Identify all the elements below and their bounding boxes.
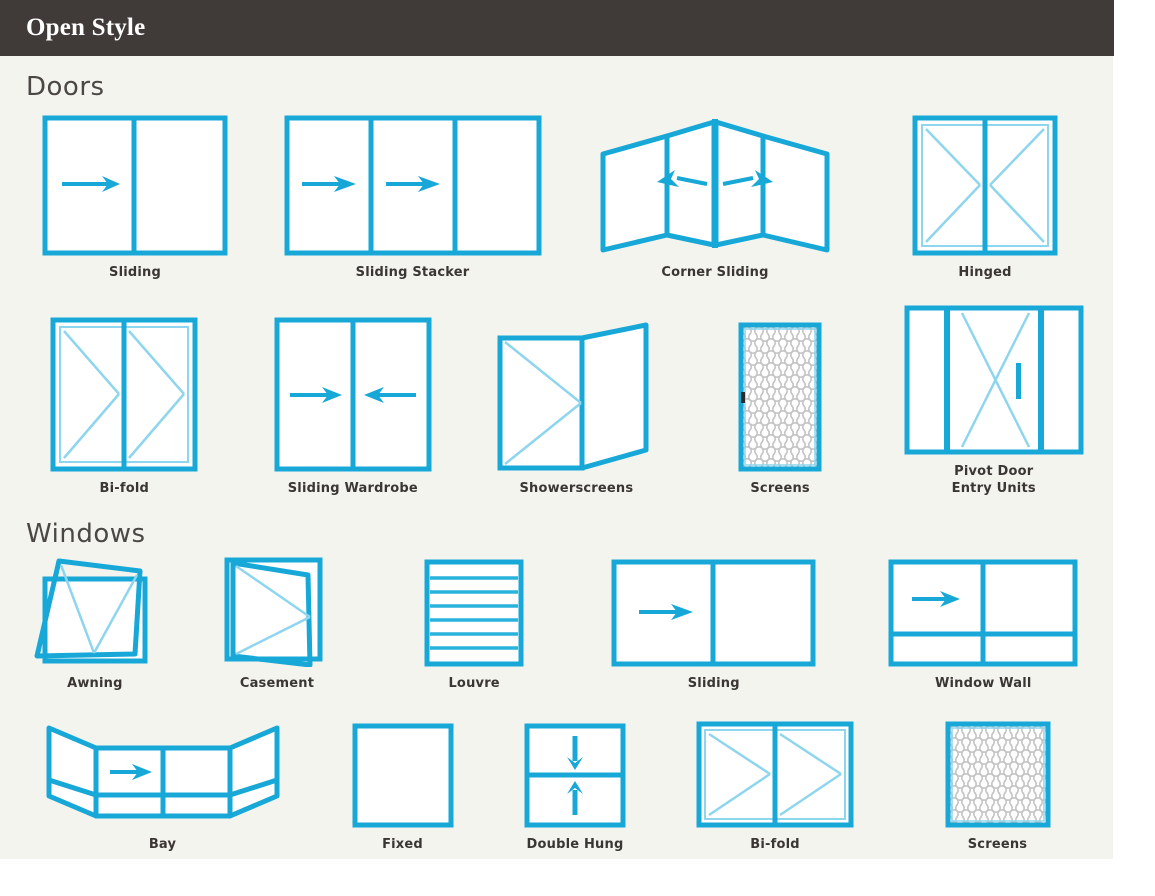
product-item-screens-window[interactable]: Screens [890, 721, 1105, 853]
product-item-window-wall[interactable]: Window Wall [853, 559, 1113, 692]
louvre-window-icon [424, 559, 524, 667]
doors-row-1: Sliding [0, 108, 1113, 281]
sliding-stacker-door-icon [284, 115, 542, 256]
product-item-casement-window[interactable]: Casement [180, 555, 375, 692]
product-label: Double Hung [526, 837, 624, 852]
windows-row-2: Bay Fixed [0, 718, 1113, 853]
product-label: Pivot Door Entry Units [952, 464, 1036, 497]
awning-window-icon [32, 555, 157, 667]
corner-sliding-door-icon [595, 108, 835, 256]
product-item-double-hung-window[interactable]: Double Hung [490, 723, 660, 853]
product-item-bi-fold-window[interactable]: Bi-fold [660, 721, 890, 853]
bi-fold-door-icon [50, 317, 198, 472]
product-label: Window Wall [934, 675, 1032, 691]
window-wall-icon [888, 559, 1078, 667]
product-item-bay-window[interactable]: Bay [10, 718, 315, 853]
section-heading-doors: Doors [26, 72, 105, 102]
product-item-sliding-door[interactable]: Sliding [10, 115, 260, 281]
product-label: Hinged [958, 265, 1012, 280]
product-item-sliding-stacker-door[interactable]: Sliding Stacker [260, 115, 565, 281]
doors-section: Doors Sliding [0, 56, 1113, 503]
product-label: Corner Sliding [661, 265, 769, 280]
fixed-window-icon [352, 723, 454, 828]
product-label: Bay [148, 837, 177, 852]
casement-window-icon [222, 555, 332, 667]
product-label: Bi-fold [99, 480, 150, 496]
double-hung-window-icon [524, 723, 626, 828]
handle [741, 391, 746, 403]
sliding-door-icon [42, 115, 228, 256]
product-label: Casement [239, 675, 315, 691]
product-item-showerscreens[interactable]: Showerscreens [467, 322, 686, 497]
sliding-wardrobe-door-icon [274, 317, 432, 472]
product-label: Screens [967, 837, 1028, 852]
pivot-door-entry-unit-icon [904, 305, 1084, 455]
sliding-window-icon [611, 559, 816, 667]
bay-window-icon [44, 718, 282, 828]
bi-fold-window-icon [696, 721, 854, 828]
product-item-hinged-door[interactable]: Hinged [865, 115, 1105, 281]
product-item-awning-window[interactable]: Awning [10, 555, 180, 692]
product-label: Sliding [109, 265, 161, 280]
product-label: Screens [750, 480, 810, 496]
product-label: Bi-fold [750, 837, 800, 852]
showerscreen-door-icon [496, 322, 656, 472]
product-label-line-1: Pivot Door [954, 464, 1034, 480]
product-item-sliding-window[interactable]: Sliding [574, 559, 854, 692]
product-item-louvre-window[interactable]: Louvre [374, 559, 574, 692]
product-item-screens-door[interactable]: Screens [686, 322, 875, 497]
product-label: Showerscreens [519, 480, 634, 496]
product-label: Sliding Stacker [355, 265, 470, 280]
page-header: Open Style [0, 0, 1114, 56]
hinged-door-icon [912, 115, 1058, 256]
handle [1015, 363, 1021, 400]
doors-row-2: Bi-fold Sliding Wa [0, 305, 1113, 497]
product-label-line-2: Entry Units [951, 480, 1036, 496]
screen-door-icon [738, 322, 822, 472]
product-item-corner-sliding-door[interactable]: Corner Sliding [565, 108, 865, 281]
section-heading-windows: Windows [26, 518, 146, 549]
windows-section: Windows Awning [0, 502, 1113, 860]
screen-window-icon [945, 721, 1051, 828]
product-item-bi-fold-door[interactable]: Bi-fold [10, 317, 239, 497]
page-title: Open Style [26, 14, 146, 41]
product-label: Awning [67, 675, 123, 691]
product-item-fixed-window[interactable]: Fixed [315, 723, 490, 853]
windows-row-1: Awning Casement [0, 555, 1113, 692]
product-label: Sliding [687, 675, 740, 691]
product-label: Fixed [382, 837, 423, 852]
product-label: Louvre [448, 675, 500, 691]
product-item-sliding-wardrobe-door[interactable]: Sliding Wardrobe [239, 317, 468, 497]
product-item-pivot-door-entry-units[interactable]: Pivot Door Entry Units [875, 305, 1113, 497]
product-label: Sliding Wardrobe [287, 480, 418, 496]
